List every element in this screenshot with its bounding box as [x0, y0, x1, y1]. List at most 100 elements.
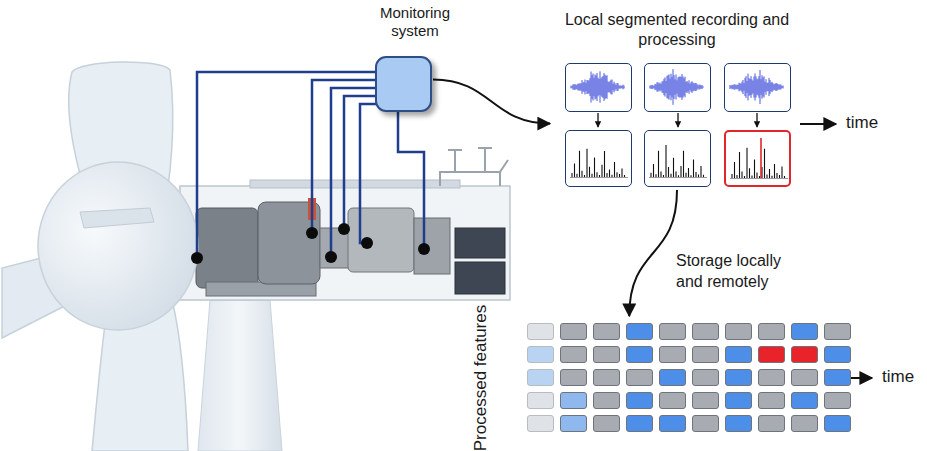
hub-panel: [80, 208, 154, 228]
feature-cell: [758, 392, 785, 409]
waveform-trace: [650, 69, 703, 105]
monitoring-box: [375, 56, 432, 112]
feature-cell: [560, 346, 587, 363]
feature-cell: [725, 415, 752, 432]
time-arrow: [800, 123, 836, 125]
feature-cell: [593, 346, 620, 363]
feature-cell: [560, 323, 587, 340]
feature-cell: [527, 346, 554, 363]
waveform: [645, 64, 709, 110]
sensor-dot: [418, 243, 430, 255]
feature-cell: [626, 346, 653, 363]
spectrum-bars: [572, 149, 625, 177]
feature-cell: [758, 369, 785, 386]
spectrum: [645, 131, 709, 185]
axis-label: time: [846, 113, 878, 133]
process-arrow: [756, 113, 757, 127]
flow-connector: [433, 80, 550, 124]
feature-cell: [824, 369, 851, 386]
feature-cell: [758, 415, 785, 432]
feature-cell: [593, 369, 620, 386]
node-heading: Monitoring system: [368, 4, 462, 40]
feature-cell: [659, 415, 686, 432]
cabinet: [455, 228, 505, 258]
spectrum-baseline: [570, 177, 628, 178]
anomaly-peak: [760, 138, 762, 178]
feature-cell: [560, 369, 587, 386]
waveform: [566, 64, 630, 110]
monitoring-node: Monitoring system: [368, 4, 462, 114]
nacelle-roof: [250, 180, 460, 188]
hub-spinner: [38, 162, 198, 330]
feature-cell: [593, 392, 620, 409]
feature-cell: [824, 323, 851, 340]
feature-cell: [725, 369, 752, 386]
sensor-wire: [360, 104, 376, 243]
spectrum-bars: [651, 145, 704, 177]
feature-cell: [725, 323, 752, 340]
feature-cell: [692, 323, 719, 340]
spectrum: [566, 131, 630, 185]
feature-cell: [791, 392, 818, 409]
feature-cell: [692, 392, 719, 409]
spectrum-bars: [732, 148, 785, 178]
spectrum-baseline: [730, 178, 788, 179]
feature-cell: [725, 346, 752, 363]
generator: [348, 208, 414, 272]
feature-cell: [527, 415, 554, 432]
signal-segment: [565, 63, 632, 112]
sensor-wire: [197, 72, 376, 258]
feature-cell: [824, 346, 851, 363]
feature-cell: [593, 323, 620, 340]
met-mast: [440, 148, 508, 186]
feature-cell: [824, 392, 851, 409]
feature-cell: [824, 415, 851, 432]
feature-cell: [626, 369, 653, 386]
feature-cell: [659, 346, 686, 363]
process-arrow: [597, 113, 598, 127]
cabinet: [455, 262, 505, 294]
feature-cell: [659, 392, 686, 409]
sensor-dot: [361, 237, 373, 249]
signal-segment: [644, 63, 711, 112]
feature-cell: [593, 415, 620, 432]
feature-cell: [791, 323, 818, 340]
tower: [198, 300, 282, 451]
axis-label: time: [882, 367, 914, 387]
process-arrow: [677, 113, 678, 127]
sensor-dot: [306, 227, 318, 239]
main-bearing: [196, 208, 258, 288]
feature-cell: [626, 392, 653, 409]
feature-cell: [692, 369, 719, 386]
sensor-wire: [331, 88, 376, 257]
waveform: [725, 64, 789, 110]
feature-cell: [791, 369, 818, 386]
connector-label: Storage locally and remotely: [676, 250, 808, 292]
anomaly-cell: [758, 346, 785, 363]
feature-cell: [560, 392, 587, 409]
feature-cell: [791, 415, 818, 432]
anomalous-spectrum: [724, 130, 791, 187]
feature-cell: [527, 392, 554, 409]
spectrum-segment: [565, 130, 632, 187]
sensor-dot: [338, 223, 350, 235]
flow-connector: [629, 190, 677, 316]
spectrum-segment: [644, 130, 711, 187]
converter: [414, 218, 450, 274]
feature-cell: [659, 323, 686, 340]
feature-cell: [692, 415, 719, 432]
axis-heading: Processed features: [471, 305, 491, 451]
feature-cell: [659, 369, 686, 386]
sensor-dot: [191, 252, 203, 264]
sensor-wire: [398, 108, 424, 249]
sensor-dot: [325, 251, 337, 263]
processing-group: Local segmented recording and processing: [552, 4, 802, 188]
feature-cell: [626, 323, 653, 340]
feature-cell: [527, 323, 554, 340]
waveform-trace: [730, 70, 783, 104]
feature-cell: [725, 392, 752, 409]
feature-cell: [692, 346, 719, 363]
signal-segment: [724, 63, 791, 112]
waveform-trace: [571, 71, 624, 102]
